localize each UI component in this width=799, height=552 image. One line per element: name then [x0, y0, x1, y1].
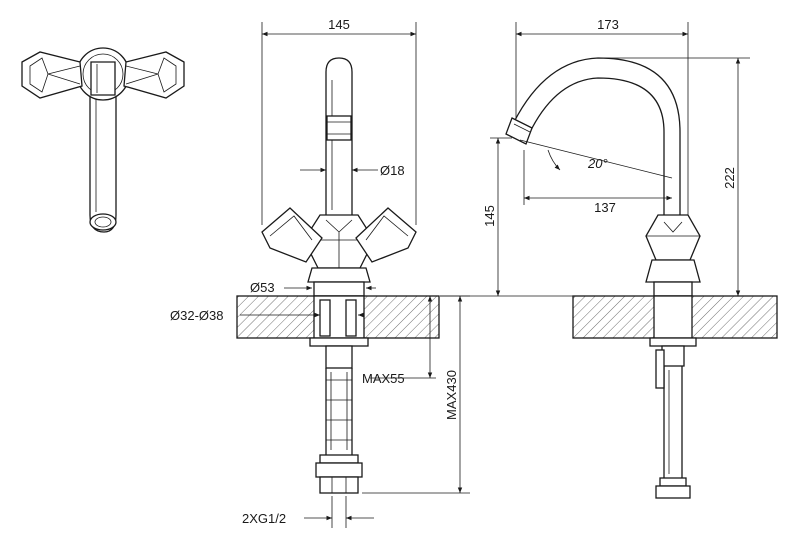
top-view — [21, 47, 185, 233]
dim-deck-height: 145 — [482, 205, 497, 227]
dim-top-width: 145 — [328, 17, 350, 32]
dim-angle: 20° — [587, 156, 608, 171]
dim-spout-width: 173 — [597, 17, 619, 32]
dim-max-length: MAX430 — [444, 370, 459, 420]
dim-spout-height: 222 — [722, 167, 737, 189]
dim-connection: 2XG1/2 — [242, 511, 286, 526]
dim-pipe-diameter: Ø18 — [380, 163, 405, 178]
dimension-lines — [240, 22, 750, 528]
dim-spout-reach: 137 — [594, 200, 616, 215]
dim-max-deck: MAX55 — [362, 371, 405, 386]
side-view — [505, 57, 778, 499]
dim-base-diameter: Ø53 — [250, 280, 275, 295]
dim-hole-diameter: Ø32-Ø38 — [170, 308, 223, 323]
front-view — [236, 57, 440, 494]
